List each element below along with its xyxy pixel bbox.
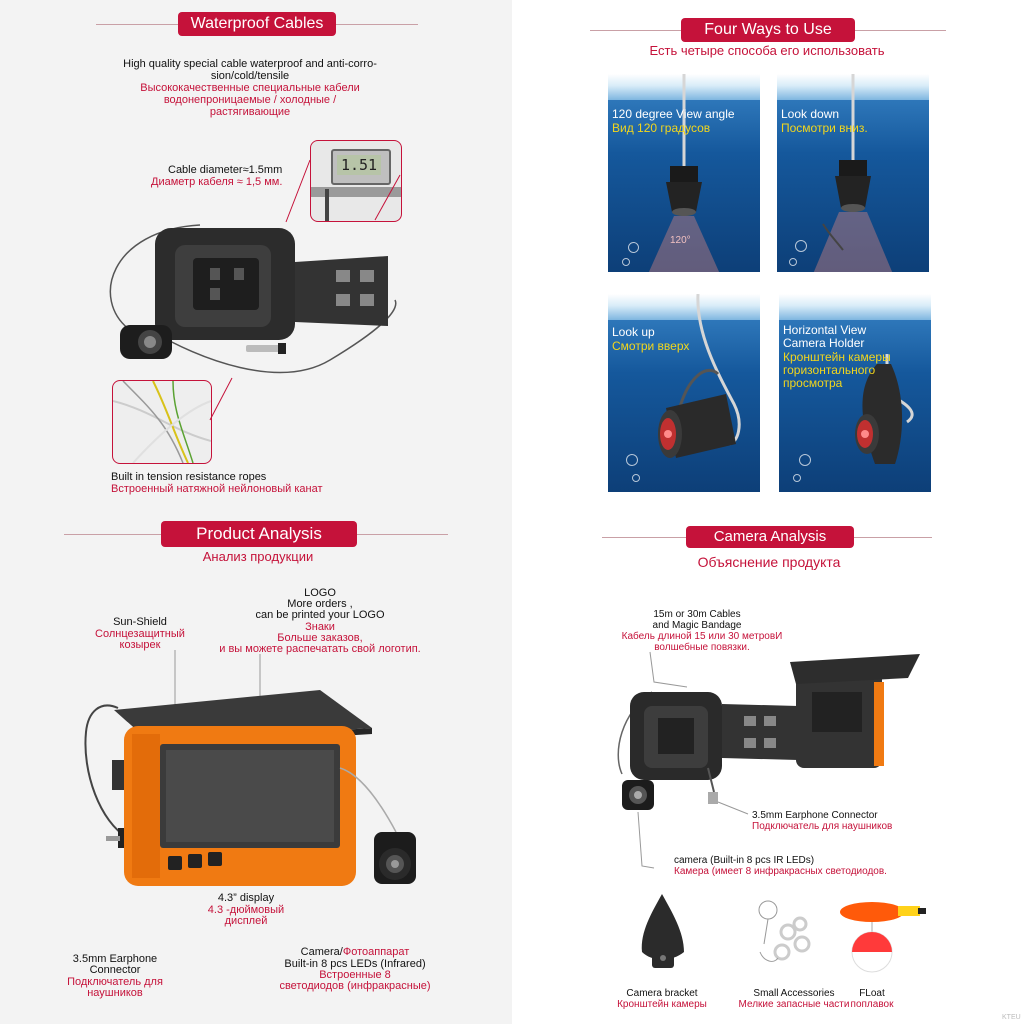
p1-label-ru: Вид 120 градусов	[612, 121, 711, 135]
section-title: Camera Analysis	[686, 526, 854, 548]
p2-label-en: Look down	[781, 107, 840, 121]
logo-en-3: can be printed your LOGO	[255, 609, 385, 621]
up-camera-icon	[658, 294, 741, 458]
desc-ru-line2: водонепроницаемые / холодные /	[163, 94, 337, 106]
section-title: Four Ways to Use	[681, 18, 855, 42]
section-subtitle: Есть четыре способа его использовать	[649, 43, 885, 58]
section-subtitle: Анализ продукции	[202, 549, 314, 564]
p4-label-en-2: Camera Holder	[783, 336, 865, 350]
earphone-en-2: Connector	[89, 964, 141, 976]
camera-ru-inline: Фотоаппарат	[342, 946, 410, 958]
rope-fibers	[113, 381, 211, 463]
desc-en-line2: sion/cold/tensile	[210, 70, 290, 82]
p4-label-ru-2: горизонтального	[783, 363, 876, 377]
accessories-ru: Мелкие запасные части	[738, 999, 850, 1010]
p4-label-ru-1: Кронштейн камеры	[783, 350, 891, 364]
down-camera-icon	[813, 74, 893, 272]
camera-en-2: Built-in 8 pcs LEDs (Infrared)	[284, 958, 426, 970]
display-ru-2: дисплей	[224, 915, 268, 927]
camera-en: Camera/	[300, 946, 343, 958]
accessories-illustration	[641, 894, 926, 973]
waterproof-cables-section: Waterproof Cables High quality special c…	[0, 0, 512, 512]
section-subtitle: Объяснение продукта	[697, 554, 841, 570]
four-ways-section: Four Ways to Use Есть четыре способа его…	[512, 0, 1024, 512]
p1-angle-mark: 120°	[670, 235, 691, 246]
bracket-en: Camera bracket	[626, 988, 698, 999]
camera-analysis-section: Camera Analysis Объяснение продукта 15m …	[512, 512, 1024, 1024]
camera-kit-illustration	[617, 651, 920, 869]
camera-ru-2: светодиодов (инфракрасные)	[279, 980, 431, 992]
monitor-illustration	[84, 650, 416, 886]
diameter-ru: Диаметр кабеля ≈ 1,5 мм.	[151, 176, 283, 188]
sunshield-en: Sun-Shield	[113, 616, 167, 628]
p1-label-en: 120 degree View angle	[612, 107, 735, 121]
p4-label-en-1: Horizontal View	[783, 323, 867, 337]
panel-horizontal-holder: Horizontal View Camera Holder Кронштейн …	[779, 294, 931, 492]
product-analysis-section: Product Analysis Анализ продукции Sun-Sh…	[0, 512, 512, 1024]
diameter-pointer	[285, 159, 401, 223]
caliper-callout: 1.51	[310, 140, 402, 222]
camera-title: Camera/Фотоаппарат	[260, 946, 450, 958]
cable-en-1: 15m or 30m Cables	[653, 609, 741, 620]
panel-look-down: Look down Посмотри вниз.	[777, 74, 929, 272]
cable-en-2: and Magic Bandage	[652, 620, 742, 631]
float-en: FLoat	[859, 988, 885, 999]
desc-en-line1: High quality special cable waterproof an…	[123, 58, 377, 70]
p3-label-en: Look up	[612, 325, 655, 339]
section-title: Waterproof Cables	[178, 12, 336, 36]
display-en: 4.3” display	[217, 892, 275, 904]
horizontal-holder-icon	[855, 354, 914, 464]
desc-ru-line1: Высококачественные специальные кабели	[140, 82, 360, 94]
camera-ru: Камера (имеет 8 инфракрасных светодиодов…	[674, 866, 887, 877]
bracket-ru: Кронштейн камеры	[617, 999, 707, 1010]
cable-bag-illustration	[109, 224, 397, 374]
float-ru: поплавок	[850, 999, 894, 1010]
earphone-ru-1: Подключатель для	[67, 976, 163, 988]
logo-en-1: LOGO	[304, 587, 336, 599]
logo-ru-3: и вы можете распечатать свой логотип.	[219, 643, 421, 655]
sunshield-ru-1: Солнцезащитный	[95, 628, 185, 640]
earphone-en-1: 3.5mm Earphone	[72, 953, 158, 965]
rope-en: Built in tension resistance ropes	[111, 471, 267, 483]
display-ru-1: 4.3 -дюймовый	[207, 904, 285, 916]
cable-ru-1: Кабель длиной 15 или 30 метровИ	[621, 631, 783, 642]
section-title: Product Analysis	[161, 521, 357, 547]
watermark: KTEU	[1002, 1014, 1021, 1021]
rope-pointer	[209, 377, 233, 421]
rope-ru: Встроенный натяжной нейлоновый канат	[111, 483, 323, 495]
wide-angle-camera-icon	[648, 74, 720, 272]
logo-ru-1: Знаки	[305, 621, 335, 633]
earphone-ru: Подключатель для наушников	[752, 821, 893, 832]
camera-en: camera (Built-in 8 pcs IR LEDs)	[674, 855, 815, 866]
earphone-ru-2: наушников	[87, 987, 143, 999]
p2-label-ru: Посмотри вниз.	[781, 121, 868, 135]
sunshield-ru-2: козырек	[119, 639, 161, 651]
logo-en-2: More orders ,	[287, 598, 353, 610]
logo-ru-2: Больше заказов,	[277, 632, 363, 644]
caliper-readout: 1.51	[337, 155, 381, 175]
camera-ru-1: Встроенные 8	[319, 969, 391, 981]
desc-ru-line3: растягивающие	[209, 106, 291, 118]
p4-label-ru-3: просмотра	[783, 376, 843, 390]
p3-label-ru: Смотри вверх	[612, 339, 690, 353]
accessories-en: Small Accessories	[753, 988, 835, 999]
panel-look-up: Look up Смотри вверх	[608, 294, 760, 492]
cable-ru-2: волшебные повязки.	[654, 642, 750, 653]
diameter-en: Cable diameter≈1.5mm	[168, 164, 283, 176]
earphone-en: 3.5mm Earphone Connector	[752, 810, 878, 821]
panel-view-angle: 120 degree View angle Вид 120 градусов 1…	[608, 74, 760, 272]
rope-callout	[112, 380, 212, 464]
